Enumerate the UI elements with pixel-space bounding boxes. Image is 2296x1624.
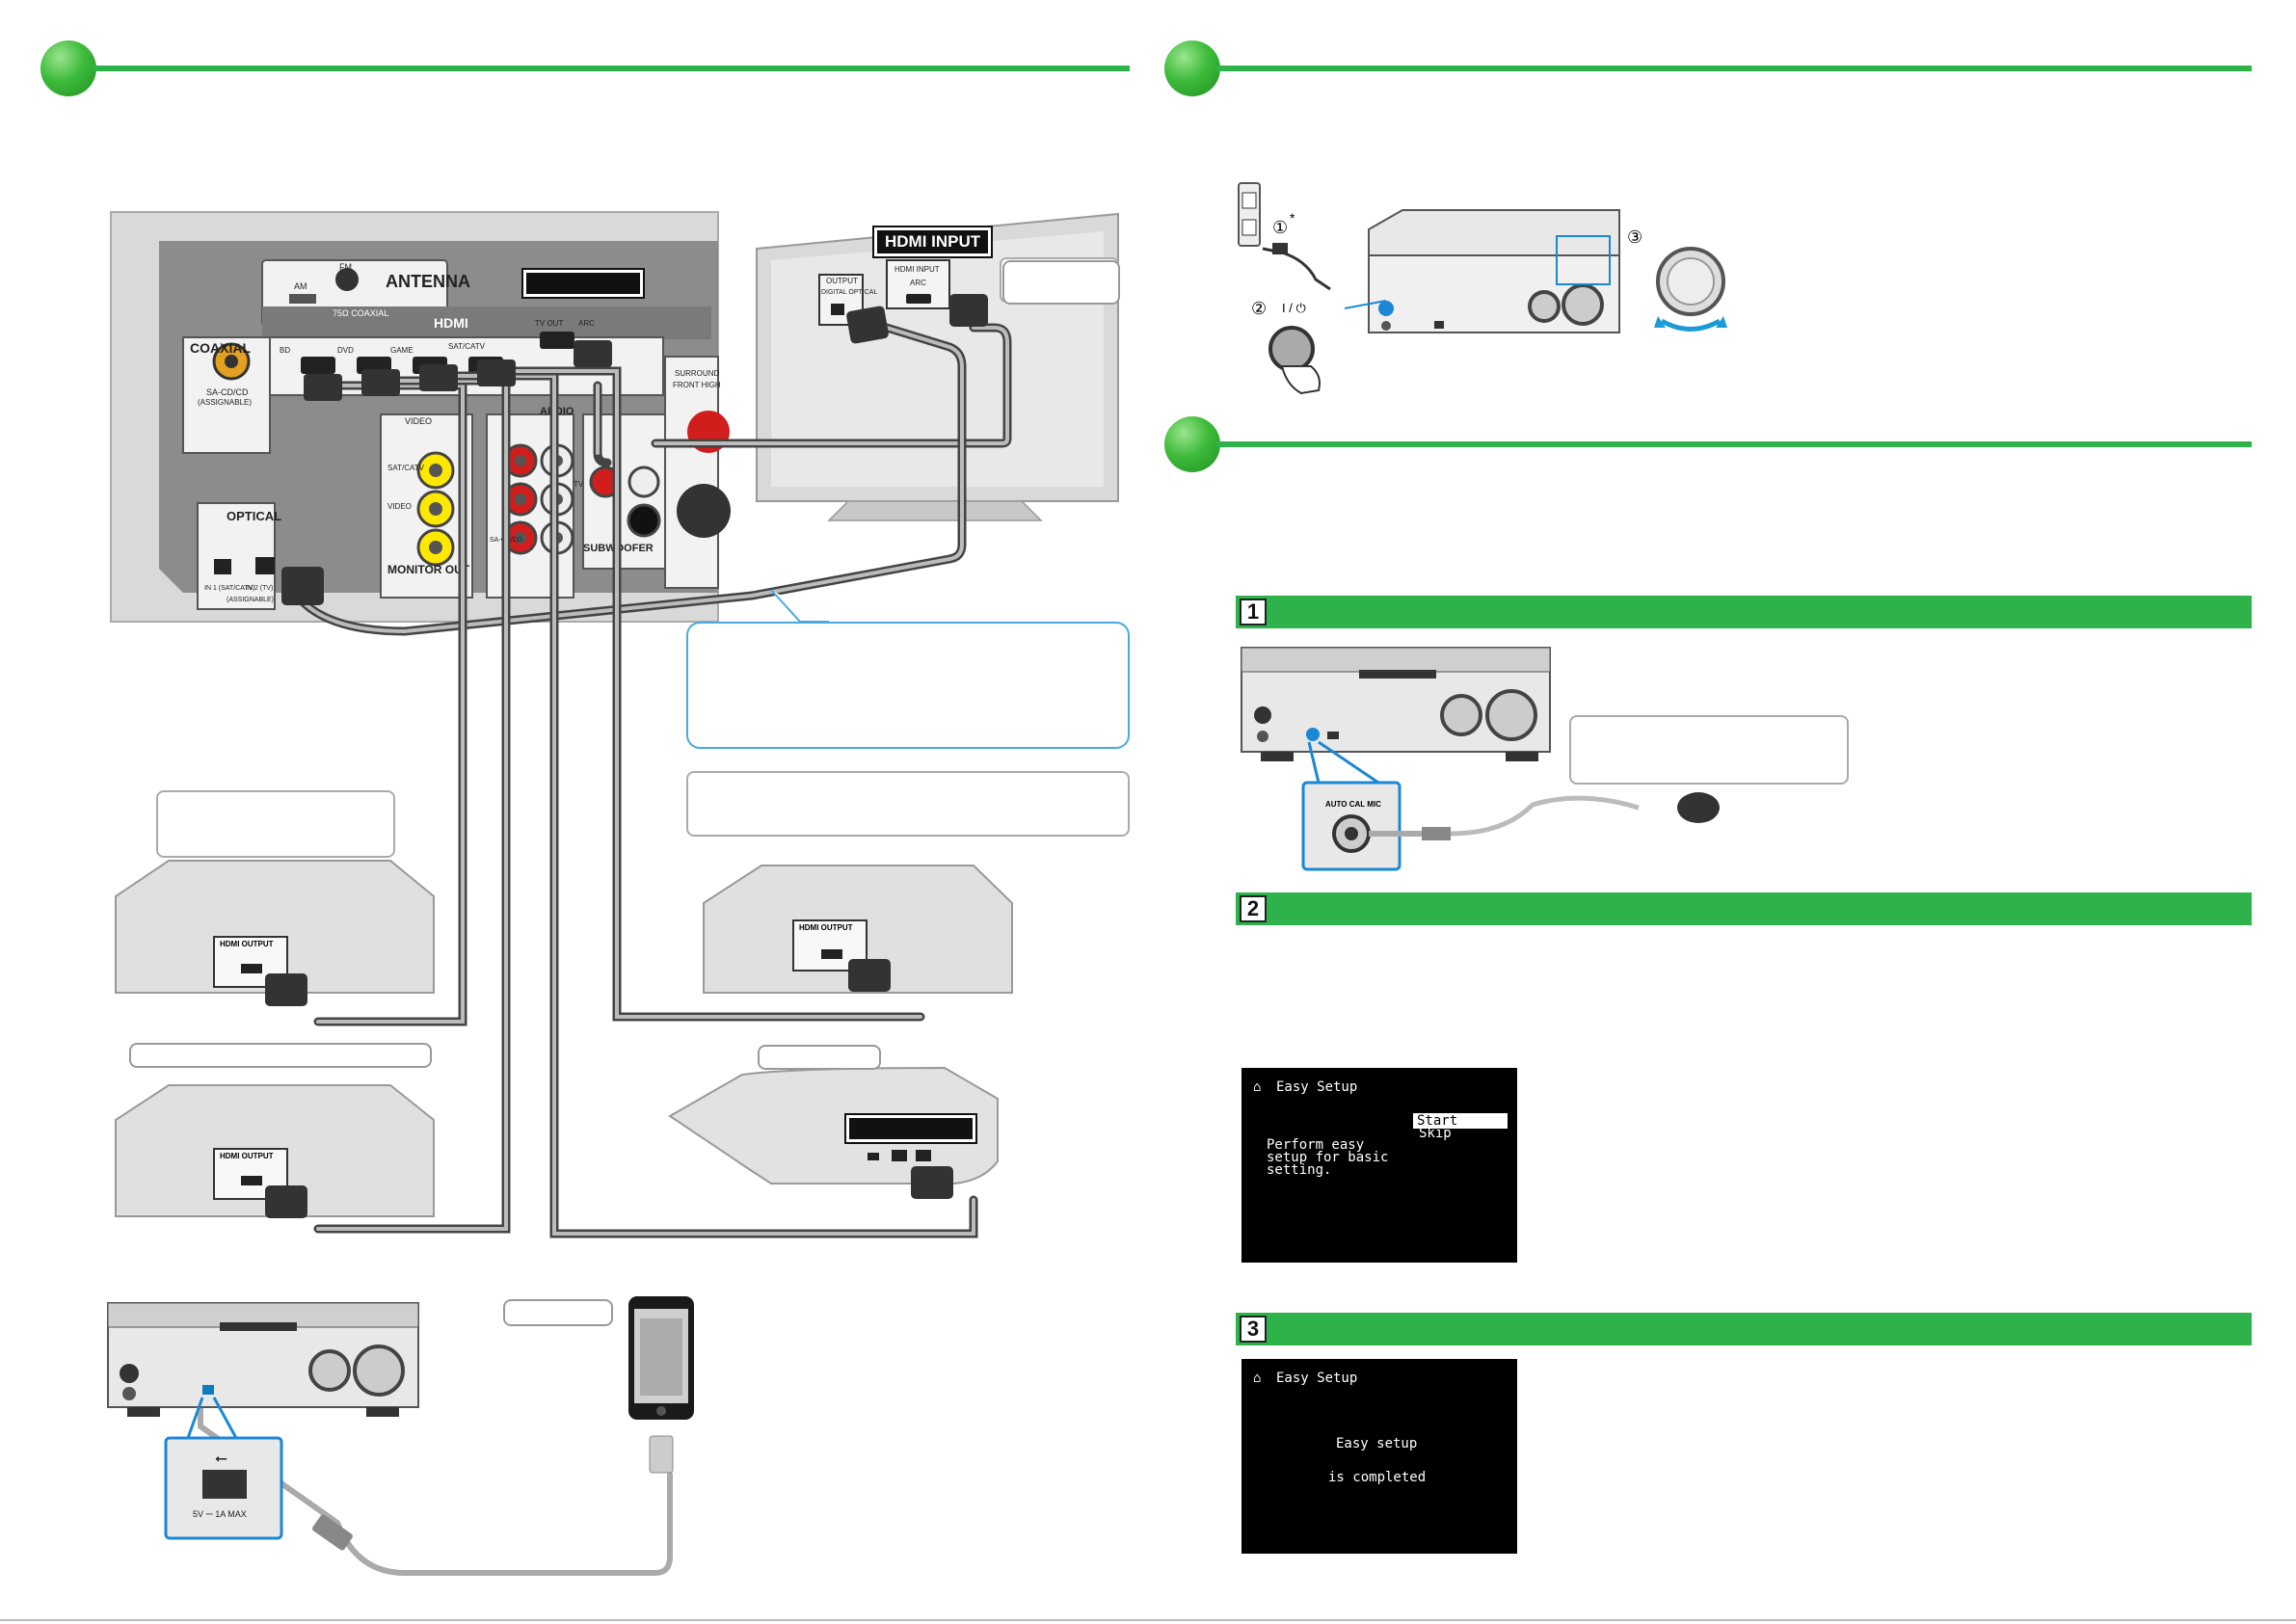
optical-assign-label: (ASSIGNABLE)	[227, 597, 274, 603]
step-number-1: 1	[1240, 599, 1267, 626]
source-device-3	[703, 865, 1013, 994]
hdmi-panel-label: HDMI	[434, 315, 468, 331]
osd-done-line1: Easy setup	[1336, 1436, 1418, 1451]
arc-callout	[686, 622, 1130, 749]
hdmi-port-dvd: DVD	[337, 346, 354, 355]
hdmi-port-game: GAME	[390, 346, 414, 355]
hdmi-port-tvout: TV OUT	[535, 319, 563, 328]
surround-label: SURROUND	[675, 369, 719, 378]
coaxial-sub-label: SA-CD/CD	[206, 387, 249, 397]
source-callout-top-right	[686, 771, 1130, 837]
step-bar-1: 1	[1236, 596, 2252, 628]
front-high-label: FRONT HIGH	[673, 381, 721, 389]
source-label-right	[758, 1045, 881, 1070]
step-number-2: 2	[1240, 895, 1267, 922]
osd-start-icon: ⌂	[1253, 1079, 1262, 1095]
osd-start-option-skip[interactable]: Skip	[1419, 1126, 1452, 1141]
antenna-label: ANTENNA	[386, 272, 470, 291]
mic-panel-label: AUTO CAL MIC	[1325, 800, 1381, 809]
tv-hdmi-input-panel-label: HDMI INPUT	[894, 265, 940, 274]
audio-tv-label: TV	[574, 480, 584, 489]
mic-callout	[1569, 715, 1849, 785]
source-label-left	[129, 1043, 432, 1068]
am-label: AM	[294, 281, 307, 291]
device1-hdmi-output-label: HDMI OUTPUT	[220, 940, 274, 948]
receiver-front-bottom	[107, 1302, 419, 1551]
tv-output-label: OUTPUT	[826, 277, 858, 285]
osd-start-title: Easy Setup	[1276, 1079, 1358, 1095]
source-callout-top-left	[156, 790, 395, 858]
osd-start-option-start[interactable]: Start	[1413, 1113, 1508, 1129]
power-step3-marker: ③	[1627, 227, 1643, 247]
tv-callout-box	[1002, 260, 1120, 305]
page-bottom-rule	[0, 1619, 2296, 1621]
section-marker-connect	[40, 40, 96, 96]
hdmi-port-sat: SAT/CATV	[448, 342, 486, 351]
hdmi-port-bd: BD	[280, 346, 290, 355]
phone-illustration	[628, 1296, 694, 1474]
osd-start-line2: setup for basic	[1267, 1150, 1389, 1165]
video-sat-catv-label: SAT/CATV	[387, 464, 425, 472]
section-marker-power	[1164, 40, 1220, 96]
source-device-2	[115, 1084, 435, 1218]
osd-start-line1: Perform easy	[1267, 1137, 1365, 1153]
power-step1-asterisk: *	[1290, 210, 1295, 226]
optical-label: OPTICAL	[227, 509, 281, 523]
osd-done-title: Easy Setup	[1276, 1371, 1358, 1386]
video-section-label: VIDEO	[405, 416, 432, 426]
osd-start-line3: setting.	[1267, 1162, 1332, 1178]
osd-easy-setup-start: ⌂ Easy Setup Start Skip Perform easy set…	[1241, 1068, 1517, 1263]
step-bar-3: 3	[1236, 1313, 2252, 1345]
usb-rating-label: 5V ⎓ 1A MAX	[193, 1509, 247, 1519]
section-rule-power	[1216, 66, 2252, 71]
usb-symbol: ⭠	[215, 1451, 227, 1467]
tv-digital-optical-label: DIGITAL OPTICAL	[821, 289, 877, 296]
phone-label	[503, 1299, 613, 1326]
monitor-out-label: MONITOR OUT	[387, 563, 470, 576]
hdmi-arc-label: ARC	[578, 319, 595, 328]
fm-coaxial-label: 75Ω COAXIAL	[333, 308, 388, 318]
console-tag	[846, 1115, 975, 1142]
mic-diagram	[1241, 647, 1720, 871]
video-in-label: VIDEO	[387, 502, 412, 511]
power-step2-marker: ②	[1251, 299, 1268, 318]
coaxial-assign-label: (ASSIGNABLE)	[198, 398, 252, 407]
section-rule-connect	[93, 66, 1130, 71]
optical-in1-label: IN 1 (SAT/CATV)	[204, 585, 255, 592]
osd-easy-setup-done: ⌂ Easy Setup Easy setup is completed	[1241, 1359, 1517, 1554]
power-step1-marker: ①	[1272, 218, 1289, 237]
hdmi-input-tag: HDMI INPUT	[874, 227, 992, 256]
optical-in2-label: IN 2 (TV)	[246, 585, 273, 592]
device3-hdmi-output-label: HDMI OUTPUT	[799, 923, 853, 932]
device2-hdmi-output-label: HDMI OUTPUT	[220, 1152, 274, 1160]
power-symbol-label: I / ⏻	[1282, 301, 1306, 315]
game-console	[668, 1066, 999, 1199]
step-number-3: 3	[1240, 1316, 1267, 1343]
source-device-1	[115, 860, 435, 1006]
cable-plugs	[281, 294, 988, 605]
osd-done-line2: is completed	[1328, 1470, 1427, 1485]
fm-label: FM	[339, 262, 352, 272]
step-bar-2: 2	[1236, 892, 2252, 925]
osd-done-icon: ⌂	[1253, 1371, 1262, 1386]
tv-out-tag	[523, 270, 643, 297]
section-rule-setup	[1216, 441, 2252, 447]
power-diagram	[1238, 182, 1727, 395]
coaxial-label: COAXIAL	[190, 340, 251, 356]
tv-arc-label: ARC	[910, 279, 926, 287]
section-marker-setup	[1164, 416, 1220, 472]
